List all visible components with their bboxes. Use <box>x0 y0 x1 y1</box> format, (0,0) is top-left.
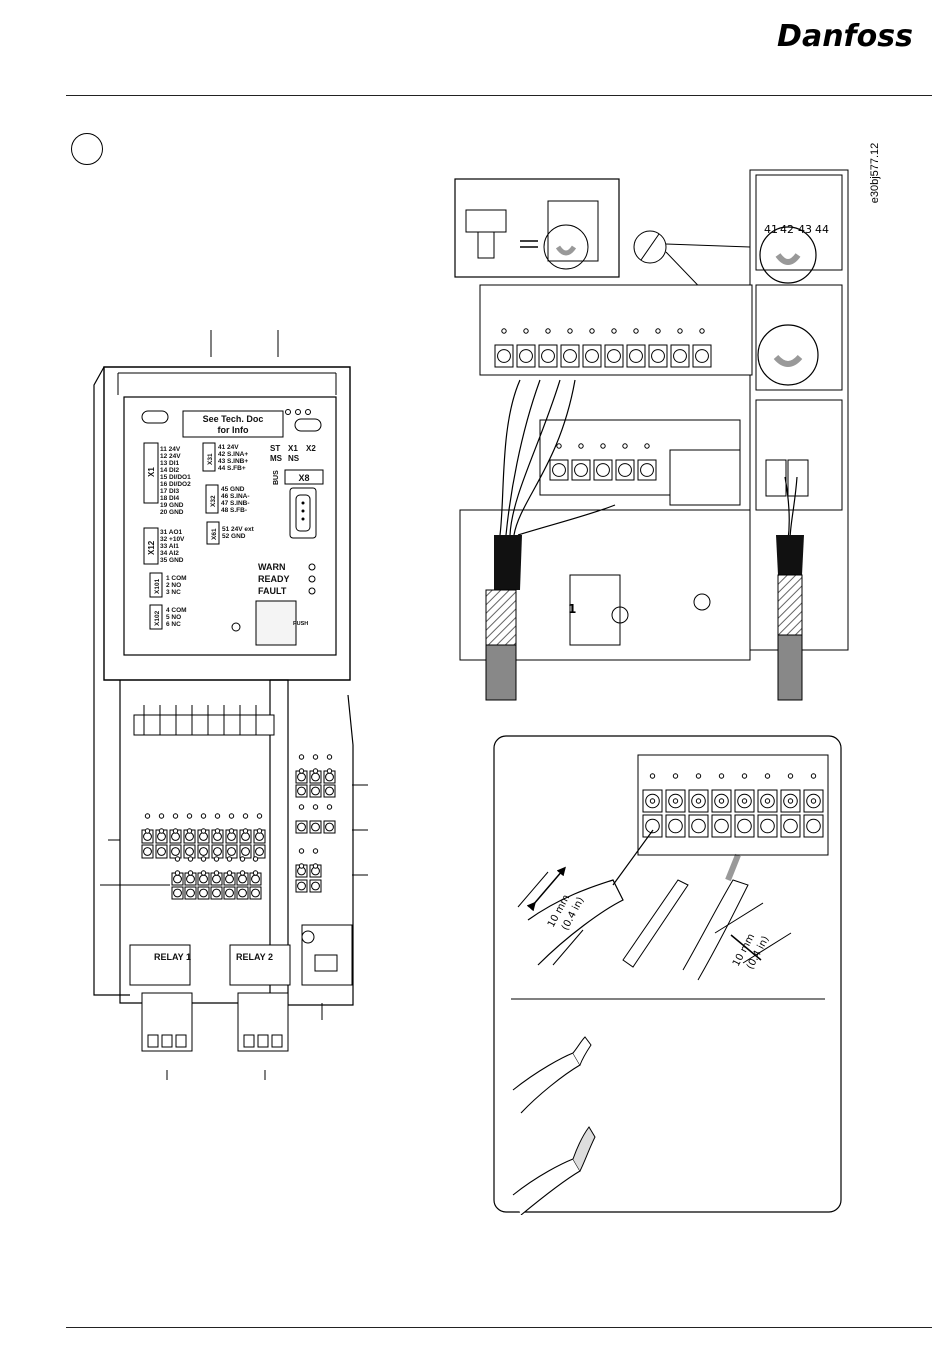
x12-terminal: 31 AO1 <box>160 529 183 536</box>
x32-terminal: 47 S.INB- <box>221 500 250 507</box>
relay1-label: RELAY 1 <box>154 952 191 962</box>
x1-terminal: 17 DI3 <box>160 488 180 495</box>
x102-label: X102 <box>154 610 161 626</box>
x12-label: X12 <box>147 540 156 555</box>
terminal-block-x1-icon <box>141 813 266 859</box>
x31-terminal-list: 41 24V 42 S.INA+ 43 S.INB+ 44 S.FB+ <box>218 444 248 472</box>
ready-led-icon <box>308 575 316 583</box>
x1-label: X1 <box>147 467 156 477</box>
x12-terminal: 35 GND <box>160 557 184 564</box>
x102-terminal-list: 4 COM 5 NO 6 NC <box>166 607 187 628</box>
x101-label: X101 <box>154 578 161 594</box>
led-label-ready: READY <box>258 574 290 584</box>
footer-rule <box>66 1327 932 1328</box>
x31-label: X31 <box>207 453 214 465</box>
terminal-block-bus-icon <box>295 754 336 893</box>
figure-reference: e30bj577.12 <box>858 135 892 211</box>
x101-terminal-list: 1 COM 2 NO 3 NC <box>166 575 187 596</box>
figure-reference-text: e30bj577.12 <box>869 142 881 204</box>
bus-header-x2: X2 <box>306 444 316 453</box>
terminal-number-42: 42 <box>780 223 794 236</box>
x31-terminal: 43 S.INB+ <box>218 458 248 465</box>
bus-sub-ms: MS <box>270 454 283 463</box>
control-unit-illustration: See Tech. Doc for Info X1 11 24V 12 24V … <box>93 330 368 1080</box>
x12-terminal: 34 AI2 <box>160 550 179 557</box>
x61-label: X61 <box>211 528 218 540</box>
release-tool-icon <box>465 209 507 233</box>
x32-terminal: 45 GND <box>221 486 245 493</box>
x102-terminal: 4 COM <box>166 607 187 614</box>
led-label-fault: FAULT <box>258 586 287 596</box>
x31-terminal: 41 24V <box>218 444 239 451</box>
x8-label: X8 <box>298 473 309 483</box>
led-label-warn: WARN <box>258 562 286 572</box>
x1-terminal: 13 DI1 <box>160 460 180 467</box>
x1-terminal: 14 DI2 <box>160 467 180 474</box>
x1-terminal-list: 11 24V 12 24V 13 DI1 14 DI2 15 DI/DO1 16… <box>160 446 191 516</box>
header-rule <box>66 95 932 96</box>
x12-terminal: 33 AI1 <box>160 543 179 550</box>
info-label-line2: for Info <box>218 425 249 435</box>
x1-terminal: 19 GND <box>160 502 184 509</box>
x12-terminal-list: 31 AO1 32 +10V 33 AI1 34 AI2 35 GND <box>160 529 185 564</box>
x1-terminal: 12 24V <box>160 453 181 460</box>
x101-terminal: 1 COM <box>166 575 187 582</box>
bus-header-x1: X1 <box>288 444 298 453</box>
warn-led-icon <box>308 563 316 571</box>
relay2-plug-icon <box>237 992 289 1052</box>
relay1-plug-icon <box>141 992 193 1052</box>
x1-terminal: 15 DI/DO1 <box>160 474 191 481</box>
wiring-illustration: 41 42 43 44 1 <box>454 169 849 701</box>
x1-terminal: 18 DI4 <box>160 495 180 502</box>
info-label-line1: See Tech. Doc <box>203 414 264 424</box>
bus-sub-ns: NS <box>288 454 300 463</box>
terminal-number-44: 44 <box>815 223 829 236</box>
x61-terminal-list: 51 24V ext 52 GND <box>222 526 255 540</box>
terminal-number-43: 43 <box>798 223 812 236</box>
relay2-label: RELAY 2 <box>236 952 273 962</box>
x12-terminal: 32 +10V <box>160 536 185 543</box>
x32-label: X32 <box>210 495 217 507</box>
push-label: PUSH <box>293 621 308 627</box>
x32-terminal: 48 S.FB- <box>221 507 247 514</box>
terminal-number-41: 41 <box>764 223 778 236</box>
x32-terminal: 46 S.INA- <box>221 493 250 500</box>
x61-terminal: 51 24V ext <box>222 526 255 533</box>
x101-terminal: 2 NO <box>166 582 181 589</box>
x101-terminal: 3 NC <box>166 589 181 596</box>
x1-terminal: 20 GND <box>160 509 184 516</box>
x32-terminal-list: 45 GND 46 S.INA- 47 S.INB- 48 S.FB- <box>221 486 250 514</box>
x1-terminal: 16 DI/DO2 <box>160 481 191 488</box>
wire-stripping-panel: 10 mm (0.4 in) 10 mm (0.4 in) <box>493 735 842 1215</box>
danfoss-logo: Danfoss <box>777 19 913 54</box>
x61-terminal: 52 GND <box>222 533 246 540</box>
brand-name: Danfoss <box>777 19 913 54</box>
terminal-block-x12-icon <box>171 856 262 900</box>
x1-terminal: 11 24V <box>160 446 181 453</box>
fault-led-icon <box>308 587 316 595</box>
module-marker: 1 <box>568 602 576 616</box>
x102-terminal: 6 NC <box>166 621 181 628</box>
x102-terminal: 5 NO <box>166 614 181 621</box>
bus-header-st: ST <box>270 444 280 453</box>
bus-label: BUS <box>273 470 280 485</box>
x31-terminal: 42 S.INA+ <box>218 451 248 458</box>
x31-terminal: 44 S.FB+ <box>218 465 246 472</box>
section-marker-circle <box>71 133 103 165</box>
